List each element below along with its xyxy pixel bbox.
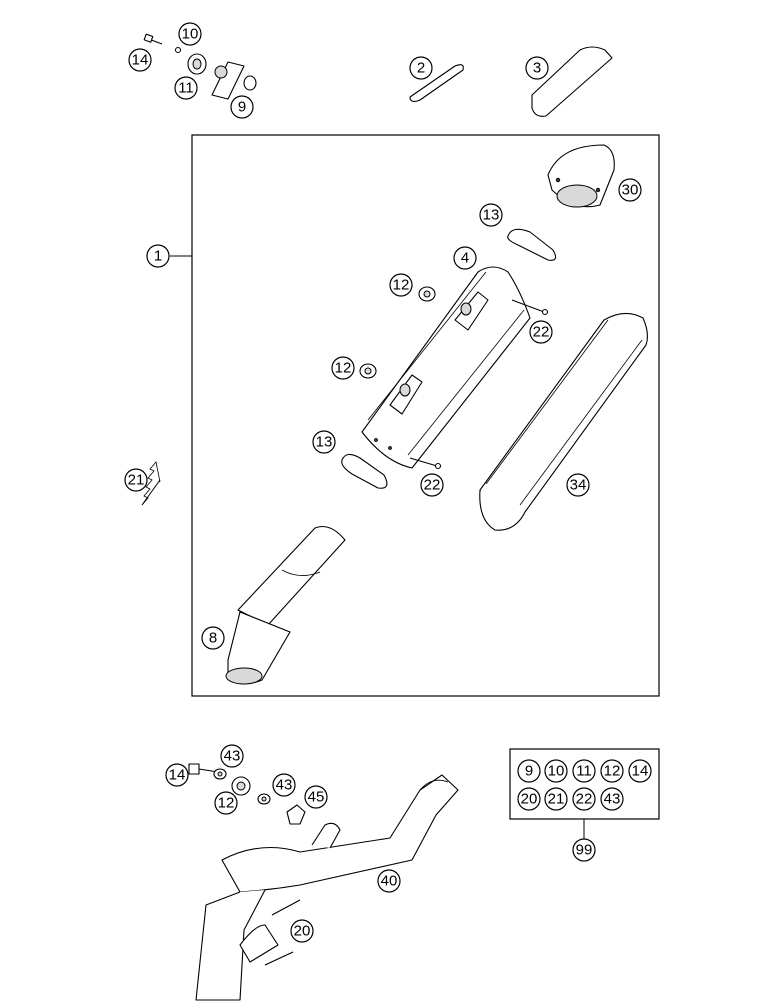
callout-label: 45 [308,789,325,806]
callout-label: 2 [417,60,425,77]
gasket-part-3 [531,46,613,117]
callout-label: 40 [381,873,398,890]
callout-label: 12 [218,795,235,812]
callout-label: 43 [276,777,293,794]
callout-label: 20 [294,923,311,940]
callout-label: 43 [224,748,241,765]
callout-3: 3 [525,56,549,80]
callout-label: 22 [576,791,593,808]
kit-callout-10: 10 [544,759,568,783]
callout-label: 22 [424,477,441,494]
callout-label: 14 [132,52,149,69]
callout-22-upper: 22 [529,320,553,344]
callout-label: 11 [576,763,592,780]
spring-part-20-upper [271,899,301,916]
callout-label: 3 [533,60,541,77]
washer-part-43-right [257,793,271,805]
gasket-part-2 [409,64,464,103]
callout-9: 9 [230,95,254,119]
kit-callout-43: 43 [600,787,624,811]
callout-label: 12 [335,360,352,377]
callout-label: 14 [632,763,649,780]
screw-part-22-lower [409,457,442,470]
callout-label: 99 [576,842,593,859]
callout-label: 12 [393,277,410,294]
end-cap-part-30 [547,144,615,208]
callout-21: 21 [124,468,148,492]
callout-label: 11 [178,80,194,97]
callout-34: 34 [566,473,590,497]
callout-10: 10 [178,22,202,46]
callout-label: 12 [604,763,621,780]
callout-1: 1 [146,244,170,268]
kit-callout-14: 14 [628,759,652,783]
kit-callout-21: 21 [544,787,568,811]
grommet-part-12-upper [418,286,436,302]
callout-22-lower: 22 [420,473,444,497]
callout-43-middle: 43 [272,773,296,797]
callout-label: 21 [548,791,565,808]
callout-4: 4 [453,246,477,270]
spring-part-21 [141,461,161,506]
bolt-part-14-top [143,33,163,45]
bushing-part-11-top [187,53,207,75]
assembly-frame-part-1 [191,134,660,697]
washer-part-10-top [174,46,182,54]
callout-label: 34 [570,477,587,494]
callout-label: 9 [525,763,533,780]
gasket-part-13-upper [507,228,557,261]
silencer-tube-part-34 [479,312,649,531]
grommet-part-12-bottom [231,776,251,796]
callout-14-top: 14 [128,48,152,72]
connecting-pipe-part-8 [225,525,346,685]
callout-11: 11 [174,76,198,100]
callout-label: 21 [128,472,145,489]
callout-30: 30 [618,178,642,202]
callout-12-lower: 12 [331,356,355,380]
callout-label: 13 [316,434,333,451]
bracket-part-9-top [211,61,257,100]
kit-callout-99: 99 [572,838,596,862]
silencer-body-part-4 [361,266,531,469]
callout-label: 4 [461,250,469,267]
callout-14-bottom: 14 [165,763,189,787]
gasket-part-13-lower [341,453,388,489]
washer-part-43-left [213,768,227,780]
callout-43-top: 43 [220,744,244,768]
callout-label: 13 [483,207,500,224]
kit-callout-11: 11 [572,759,596,783]
callout-label: 22 [533,324,550,341]
callout-label: 10 [548,763,565,780]
callout-label: 1 [154,248,162,265]
callout-40: 40 [377,869,401,893]
callout-label: 30 [622,182,639,199]
callout-13-lower: 13 [312,430,336,454]
kit-callout-9: 9 [517,759,541,783]
callout-2: 2 [409,56,433,80]
callout-label: 10 [182,26,199,43]
kit-callout-12: 12 [600,759,624,783]
grommet-part-12-lower [359,363,377,379]
callout-20: 20 [290,919,314,943]
callout-12-upper: 12 [389,273,413,297]
screw-part-22-upper [511,299,549,316]
callout-label: 43 [604,791,621,808]
callout-12-bottom: 12 [214,791,238,815]
kit-callout-22: 22 [572,787,596,811]
spring-part-20-lower [264,951,294,966]
callout-label: 14 [169,767,186,784]
callout-label: 9 [238,99,246,116]
callout-label: 8 [209,630,217,647]
callout-label: 20 [521,791,538,808]
callout-8: 8 [201,626,225,650]
bolt-part-14-bottom [188,763,219,775]
callout-45: 45 [304,785,328,809]
nut-part-45 [286,804,306,825]
kit-callout-20: 20 [517,787,541,811]
callout-13-upper: 13 [479,203,503,227]
header-pipe-part-40 [195,774,459,1001]
